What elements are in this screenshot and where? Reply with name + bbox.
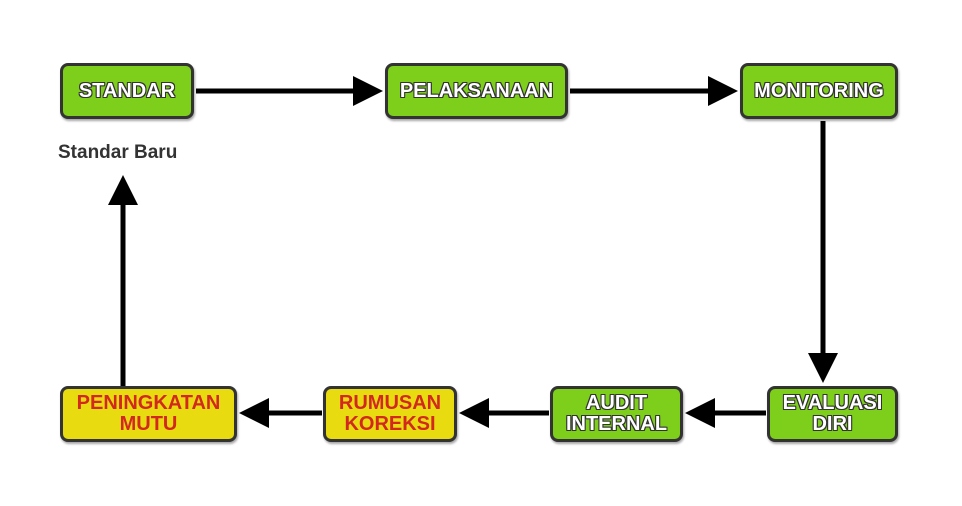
node-standar-label: STANDAR <box>78 79 176 102</box>
node-rumusan-label-1: RUMUSAN <box>338 392 442 414</box>
standar-baru-label: Standar Baru <box>58 142 178 163</box>
node-audit-label-2: INTERNAL <box>565 413 668 435</box>
node-audit-label-1: AUDIT <box>585 392 648 414</box>
node-monitoring: MONITORING <box>740 63 898 119</box>
node-evaluasi-label-1: EVALUASI <box>782 392 883 414</box>
node-pelaksanaan-label: PELAKSANAAN <box>399 79 554 102</box>
node-pelaksanaan: PELAKSANAAN <box>385 63 568 119</box>
node-standar: STANDAR <box>60 63 194 119</box>
node-peningkatan-label-2: MUTU <box>119 413 178 435</box>
node-evaluasi-label-2: DIRI <box>812 413 853 435</box>
node-monitoring-label: MONITORING <box>754 79 884 102</box>
node-rumusan-label-2: KOREKSI <box>344 413 436 435</box>
node-peningkatan-label-1: PENINGKATAN <box>76 392 221 414</box>
